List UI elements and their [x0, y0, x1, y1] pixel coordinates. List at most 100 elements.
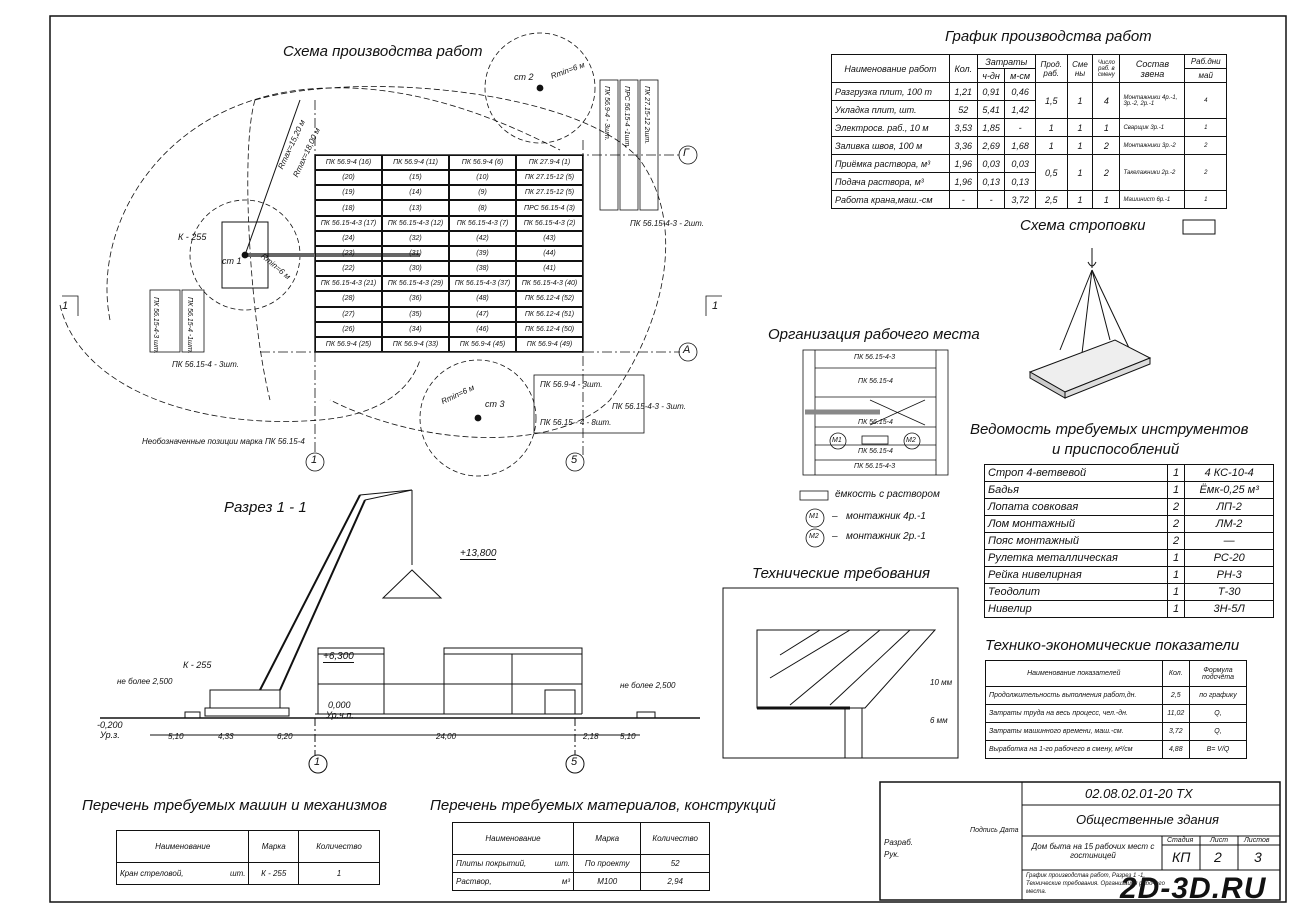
tep-cell: Затраты труда на весь процесс, чел.-дн.	[985, 704, 1163, 723]
schedule-cell: Такелажники 2р.-2	[1119, 154, 1186, 191]
scheme-title: Схема производства работ	[283, 43, 483, 60]
plan-slab-cell: (44)	[516, 245, 583, 262]
materials-title: Перечень требуемых материалов, конструкц…	[430, 797, 776, 814]
wp-m1: М1	[832, 437, 842, 444]
tools-cell: Рейка нивелирная	[984, 566, 1168, 584]
plan-slab-cell: ПК 27.9-4 (1)	[516, 155, 583, 171]
mach-h-mark: Марка	[248, 830, 299, 863]
plan-slab-cell: ПК 56.15-4-3 (17)	[315, 215, 382, 231]
wp-m2: М2	[906, 437, 916, 444]
stack-3-a: ПК 56.9-4 - 3шт.	[540, 380, 603, 389]
schedule-cell: 3,53	[948, 118, 978, 137]
stamp-sheet-h: Лист	[1210, 837, 1229, 844]
plan-slab-cell: ПК 56.12-4 (50)	[516, 321, 583, 337]
stack-3-label: ПК 56.15-4-3 - 3шт.	[612, 402, 686, 411]
tools-cell: Лом монтажный	[984, 515, 1168, 533]
stamp-developer: Разраб.	[884, 838, 913, 847]
schedule-cell: 3,72	[1004, 190, 1036, 209]
el-top: +13,800	[460, 548, 497, 560]
tools-cell: РС-20	[1184, 549, 1274, 567]
plan-slab-cell: (28)	[315, 291, 382, 307]
tep-cell: Q,	[1189, 722, 1247, 741]
cut-mark-left: 1	[62, 300, 69, 312]
schedule-cell: 0,13	[976, 172, 1006, 191]
schedule-cell: Монтажники 4р.-1, 3р.-2, 2р.-1	[1119, 82, 1186, 119]
plan-slab-cell: ПК 56.15-4-3 (21)	[315, 276, 382, 292]
tools-cell: Теодолит	[984, 583, 1168, 601]
plan-slab-cell: ПК 56.15-4-3 (37)	[449, 276, 516, 292]
mat-h-mark: Марка	[573, 822, 642, 855]
schedule-table: Наименование работ Кол. Затраты Прод.раб…	[831, 54, 1227, 209]
axis-g: Г	[683, 147, 689, 159]
axis-a: А	[683, 344, 691, 356]
plan-slab-cell: (47)	[449, 306, 516, 322]
plan-slab-cell: (8)	[449, 200, 516, 216]
wp-slab-5: ПК 56.15-4-3	[854, 463, 896, 470]
schedule-cell: 1	[1034, 118, 1068, 137]
floor-label: Ур.ч.п.	[326, 710, 354, 720]
plan-slab-cell: ПК 56.15-4-3 (2)	[516, 215, 583, 231]
schedule-cell: 0,46	[1004, 82, 1036, 101]
plan-slab-cell: (9)	[449, 185, 516, 201]
sch-h-msm: м-см	[1004, 68, 1036, 83]
schedule-cell: Укладка плит, шт.	[831, 100, 950, 119]
plan-slab-cell: ПК 56.9-4 (25)	[315, 336, 382, 352]
slinging-title: Схема строповки	[1020, 217, 1146, 234]
plan-slab-cell: (48)	[449, 291, 516, 307]
plan-slab-cell: (36)	[382, 291, 449, 307]
schedule-cell: -	[976, 190, 1006, 209]
plan-slab-cell: ПК 56.12-4 (52)	[516, 291, 583, 307]
schedule-cell: 1,42	[1004, 100, 1036, 119]
tep-h-name: Наименование показателей	[985, 660, 1163, 687]
mat-qty-1: 52	[640, 854, 710, 873]
tools-cell: ЛМ-2	[1184, 515, 1274, 533]
left-clearance: не более 2,500	[117, 677, 173, 686]
tep-cell: 11,02	[1161, 704, 1191, 723]
plan-slab-cell: (39)	[449, 245, 516, 262]
stamp-code: 02.08.02.01-20 ТХ	[1085, 786, 1193, 801]
schedule-cell: 1,85	[976, 118, 1006, 137]
mat-h-name: Наименование	[451, 822, 575, 855]
crane-label-2: ст 2	[514, 72, 534, 82]
wp-slab-1: ПК 56.15-4-3	[854, 354, 896, 361]
sch-h-name: Наименование работ	[831, 54, 950, 83]
mat-name-1: Плиты покрытий,шт.	[451, 854, 575, 873]
plan-slab-cell: (22)	[315, 261, 382, 277]
machines-table: Наименование Марка Количество Кран стрел…	[115, 830, 380, 885]
schedule-cell: 2,5	[1034, 190, 1068, 209]
plan-slab-cell: ПК 56.12-4 (51)	[516, 306, 583, 322]
dim-2: 4,33	[218, 732, 234, 741]
tep-title: Технико-экономические показатели	[985, 637, 1240, 654]
tools-cell: РН-3	[1184, 566, 1274, 584]
legend-m2-dash: –	[832, 531, 838, 542]
stack-2-b: ПРС 56.15-4 -1шт.	[623, 86, 630, 149]
workplace-title: Организация рабочего места	[768, 326, 980, 343]
plan-slab-cell: (46)	[449, 321, 516, 337]
section-title: Разрез 1 - 1	[224, 499, 307, 516]
dim-5: 2,18	[583, 732, 599, 741]
plan-slab-cell: ПК 56.9-4 (49)	[516, 336, 583, 352]
schedule-cell: 2	[1184, 154, 1227, 191]
mat-mark-1: По проекту	[573, 854, 642, 873]
el-ground: -0,200	[97, 720, 123, 730]
legend-m1-dash: –	[832, 511, 838, 522]
plan-slab-cell: (38)	[449, 261, 516, 277]
dim-4: 24,00	[436, 732, 457, 741]
schedule-cell: Приёмка раствора, м³	[831, 154, 950, 173]
schedule-cell: 1	[1034, 136, 1068, 155]
right-clearance: не более 2,500	[620, 681, 676, 690]
plan-slab-cell: ПК 56.15-4-3 (29)	[382, 276, 449, 292]
schedule-cell: 1	[1184, 190, 1227, 209]
plan-slab-cell: ПК 56.9-4 (11)	[382, 155, 449, 171]
schedule-cell: 2,69	[976, 136, 1006, 155]
schedule-cell: Сварщик 3р.-1	[1119, 118, 1186, 137]
plan-slab-cell: ПК 56.15-4-3 (7)	[449, 215, 516, 231]
dim-6: 5,10	[620, 732, 636, 741]
plan-slab-cell: (43)	[516, 230, 583, 246]
plan-slab-cell: ПК 56.15-4-3 (40)	[516, 276, 583, 292]
